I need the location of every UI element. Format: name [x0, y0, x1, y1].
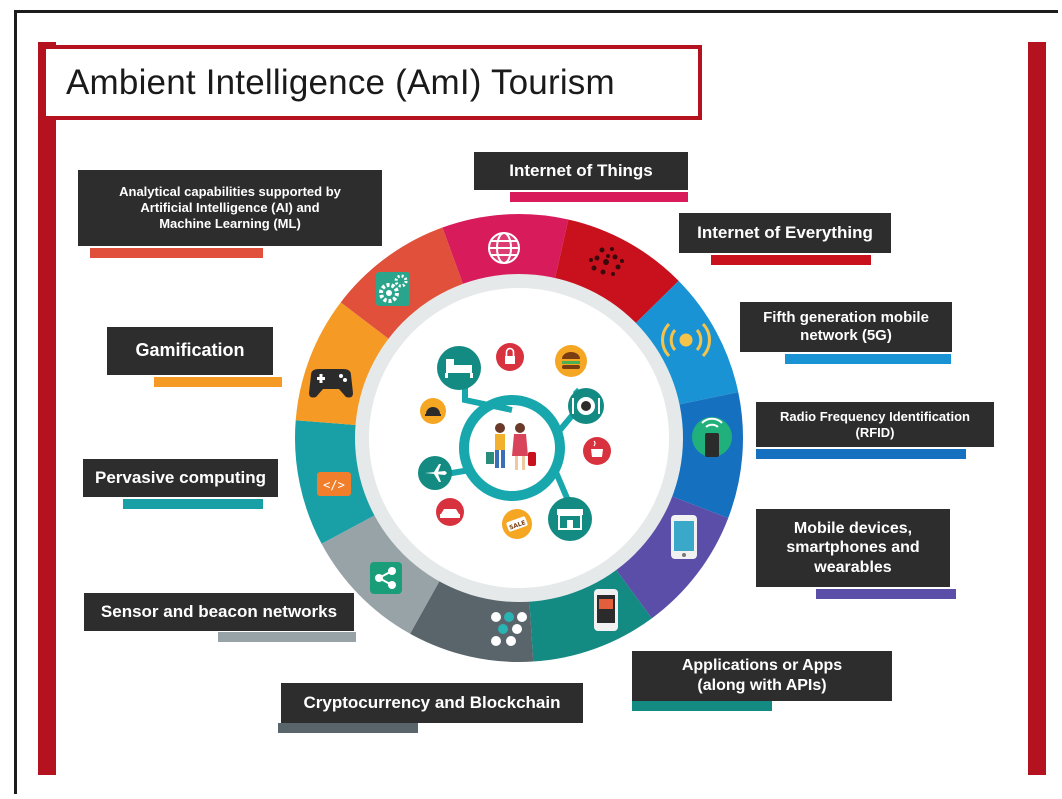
svg-text:</>: </> — [323, 478, 345, 492]
smartphone-icon — [671, 515, 697, 559]
left-red-bar — [38, 42, 56, 775]
wheel-segment-apps — [528, 563, 652, 662]
wheel-segment-internet-of-everything — [553, 219, 679, 329]
right-red-bar — [1028, 42, 1046, 775]
page-frame — [14, 10, 1058, 794]
underline-5g — [785, 354, 951, 364]
underline-ai-ml — [90, 248, 263, 258]
underline-pervasive — [123, 499, 263, 509]
page-title: Ambient Intelligence (AmI) Tourism — [66, 62, 615, 102]
code-icon: </> — [317, 472, 351, 496]
blockchain-nodes-icon — [491, 612, 527, 646]
gamepad-icon — [309, 369, 353, 398]
globe-icon — [488, 232, 520, 264]
underline-rfid — [756, 449, 966, 459]
dot-cluster-icon — [589, 247, 624, 276]
label-apps: Applications or Apps (along with APIs) — [632, 651, 892, 701]
underline-gamification — [154, 377, 282, 387]
bed-icon — [437, 346, 481, 390]
underline-crypto — [278, 723, 418, 733]
wheel-segment-internet-of-things — [442, 214, 569, 292]
share-icon — [370, 562, 402, 594]
label-crypto: Cryptocurrency and Blockchain — [281, 683, 583, 723]
lock-icon — [496, 343, 524, 371]
underline-sensor — [218, 632, 356, 642]
car-icon — [436, 498, 464, 526]
rfid-phone-icon — [692, 417, 732, 457]
title-box: Ambient Intelligence (AmI) Tourism — [42, 45, 702, 120]
sale-tag-icon: SALE — [502, 509, 532, 539]
underline-ioe — [711, 255, 871, 265]
label-pervasive: Pervasive computing — [83, 459, 278, 497]
plane-icon — [418, 456, 452, 490]
service-bell-icon — [420, 398, 446, 424]
underline-mobile — [816, 589, 956, 599]
burger-icon — [555, 345, 587, 377]
label-ioe: Internet of Everything — [679, 213, 891, 253]
label-gamification: Gamification — [107, 327, 273, 375]
travelers-icon — [486, 423, 536, 470]
label-ai-ml: Analytical capabilities supported by Art… — [78, 170, 382, 246]
wheel-segment-gamification — [295, 302, 395, 426]
label-sensor: Sensor and beacon networks — [84, 593, 354, 631]
underline-apps — [632, 701, 772, 711]
coffee-cup-icon — [583, 437, 611, 465]
underline-iot — [510, 192, 688, 202]
label-mobile: Mobile devices, smartphones and wearable… — [756, 509, 950, 587]
label-rfid: Radio Frequency Identification (RFID) — [756, 402, 994, 447]
label-iot: Internet of Things — [474, 152, 688, 190]
wheel-segment-mobile-devices — [611, 493, 729, 619]
shop-icon — [548, 497, 592, 541]
app-phone-icon — [594, 589, 618, 631]
plate-cutlery-icon — [568, 388, 604, 424]
gears-icon — [376, 272, 410, 306]
label-5g: Fifth generation mobile network (5G) — [740, 302, 952, 352]
wireless-signal-icon — [661, 322, 711, 358]
